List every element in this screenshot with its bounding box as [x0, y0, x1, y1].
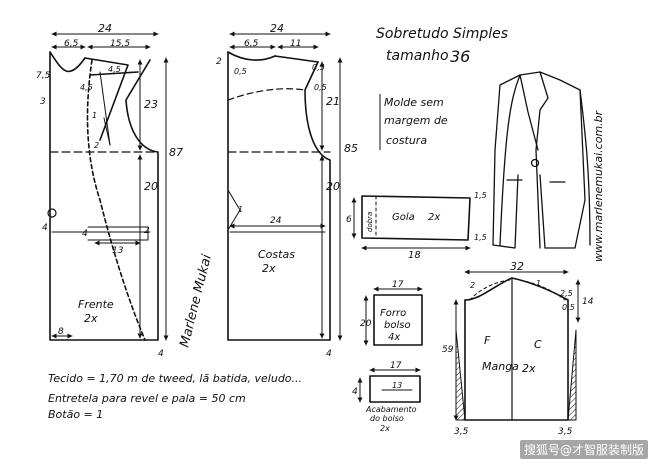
materials-line2: Entretela para revel e pala = 50 cm	[48, 392, 246, 405]
pocket-lining-label1: Forro	[380, 308, 406, 319]
pocket-facing	[369, 375, 421, 403]
collar-count: 2x	[428, 212, 440, 223]
coat-sketch	[492, 71, 591, 249]
front-dim-23: 23	[144, 98, 158, 111]
note-line2: margem de	[384, 114, 448, 127]
front-dim-4c: 4	[158, 349, 164, 359]
pocket-facing-label2: do bolso	[370, 414, 404, 423]
collar-piece	[361, 195, 471, 241]
pocket-lining-label2: bolso	[384, 320, 411, 331]
back-dim-85: 85	[344, 142, 358, 155]
back-dim-05a: 0,5	[234, 67, 247, 76]
back-dim-1: 1	[238, 205, 243, 214]
website: www.marlenemukai.com.br	[592, 109, 605, 262]
collar-dim-15b: 1,5	[474, 233, 487, 242]
watermark: 搜狐号@才智服装制版	[519, 440, 648, 459]
back-label: Costas	[258, 248, 295, 261]
pocket-lining	[373, 294, 423, 346]
back-dim-21: 21	[326, 95, 340, 108]
back-dim-05c: 0,5	[314, 83, 327, 92]
front-dim-3: 3	[40, 97, 46, 107]
front-dim-4a: 4	[42, 223, 48, 233]
back-dim-4: 4	[326, 349, 332, 359]
pocket-lining-dim-w: 17	[392, 280, 404, 290]
sleeve-label: Manga	[482, 360, 519, 373]
note-line1: Molde sem	[384, 96, 444, 109]
title-line1: Sobretudo Simples	[376, 26, 508, 42]
sleeve-dim-35b: 3,5	[558, 427, 573, 437]
front-dim-13: 13	[112, 246, 124, 256]
sleeve-mark-f: F	[484, 334, 491, 347]
materials-line3: Botão = 1	[48, 408, 103, 421]
front-dim-4b: 4	[82, 229, 88, 239]
pocket-facing-label1: Acabamento	[365, 405, 417, 414]
front-dim-87: 87	[169, 146, 183, 159]
front-dim-neck: 6,5	[64, 39, 79, 49]
back-dim-2: 2	[216, 57, 222, 67]
back-dim-neck: 6,5	[244, 39, 259, 49]
sleeve-dim-35a: 3,5	[454, 427, 469, 437]
sleeve-dim-1: 1	[536, 279, 541, 288]
front-piece	[47, 51, 159, 341]
back-piece	[227, 51, 331, 341]
front-dim-45b: 4,5	[108, 65, 121, 74]
collar-label: Gola	[392, 212, 415, 223]
front-dim-2b: 2	[144, 226, 150, 236]
materials-line1: Tecido = 1,70 m de tweed, lã batida, vel…	[48, 372, 302, 385]
pocket-facing-count: 2x	[380, 424, 390, 433]
pocket-lining-count: 4x	[388, 332, 400, 343]
front-dim-2: 2	[94, 141, 99, 150]
pocket-facing-dim-4: 4	[352, 387, 358, 397]
front-dim-1: 1	[92, 111, 97, 120]
back-count: 2x	[262, 262, 276, 275]
sleeve-dim-14: 14	[582, 297, 594, 307]
sleeve-count: 2x	[522, 362, 536, 375]
collar-dim-15a: 1,5	[474, 191, 487, 200]
back-dim-24: 24	[270, 216, 282, 226]
front-dim-8: 8	[58, 327, 64, 337]
dimension-lines	[51, 31, 581, 421]
pocket-lining-dim-h: 20	[360, 319, 372, 329]
front-count: 2x	[84, 312, 98, 325]
collar-dim-length: 18	[408, 250, 421, 261]
title-line2: tamanho	[386, 48, 449, 64]
collar-dim-left: 6	[346, 215, 352, 225]
front-label: Frente	[78, 298, 114, 311]
signature: Marlene Mukai	[177, 253, 215, 349]
title-size: 36	[450, 47, 470, 66]
sleeve-piece	[455, 277, 577, 421]
note-line3: costura	[386, 134, 427, 147]
pocket-facing-dim-w: 17	[390, 361, 402, 371]
front-dim-shoulder: 15,5	[110, 39, 130, 49]
front-dim-45a: 4,5	[80, 83, 93, 92]
sleeve-dim-59: 59	[442, 345, 454, 355]
front-dim-20: 20	[144, 180, 158, 193]
front-dim-width: 24	[98, 22, 112, 35]
collar-fold: dobra	[366, 212, 374, 232]
sleeve-dim-width: 32	[510, 260, 524, 273]
sleeve-dim-05: 0,5	[562, 303, 575, 312]
back-dim-05b: 0,5	[312, 63, 325, 72]
sleeve-dim-25: 2,5	[560, 289, 573, 298]
back-dim-width: 24	[270, 22, 284, 35]
sleeve-dim-2: 2	[470, 281, 475, 290]
back-dim-shoulder: 11	[290, 39, 301, 49]
sleeve-mark-c: C	[534, 338, 542, 351]
back-dim-20: 20	[326, 180, 340, 193]
front-dim-top: 7,5	[36, 71, 51, 81]
pocket-facing-dim-inner: 13	[392, 381, 402, 390]
